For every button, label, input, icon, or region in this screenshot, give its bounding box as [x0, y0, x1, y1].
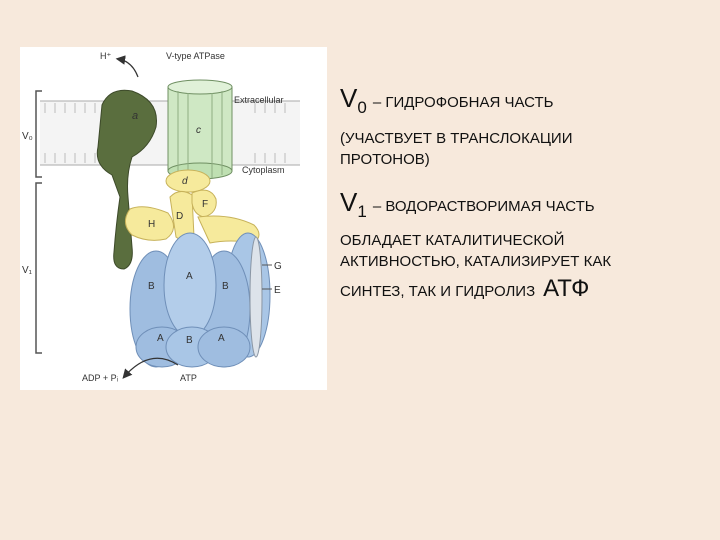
subunit-B3-label: B [186, 335, 193, 346]
diagram-svg: V₀ V₁ a c d [22, 51, 300, 383]
subunit-B2-label: B [222, 281, 229, 292]
v0-desc: – ГИДРОФОБНАЯ ЧАСТЬ [372, 94, 554, 111]
proton-arrow [115, 55, 139, 78]
v1-line-3: СИНТЕЗ, ТАК И ГИДРОЛИЗ АТФ [340, 275, 710, 302]
v0-body: (УЧАСТВУЕТ В ТРАНСЛОКАЦИИ ПРОТОНОВ) [340, 128, 710, 170]
subunit-a-label: a [132, 110, 138, 122]
v1-body: ОБЛАДАЕТ КАТАЛИТИЧЕСКОЙ АКТИВНОСТЬЮ, КАТ… [340, 230, 710, 302]
v-atpase-diagram: V₀ V₁ a c d [20, 47, 327, 390]
adp-label: ADP + Pᵢ [82, 373, 118, 383]
subunit-h-label: H [148, 219, 155, 230]
v1-subscript: 1 [357, 202, 367, 221]
v0-line-1: (УЧАСТВУЕТ В ТРАНСЛОКАЦИИ [340, 130, 573, 147]
v0-label: V₀ [22, 131, 33, 142]
v1-letter: V [340, 187, 358, 217]
v1-line-1: ОБЛАДАЕТ КАТАЛИТИЧЕСКОЙ [340, 232, 565, 249]
subunit-F-label: F [202, 199, 208, 210]
c-ring [167, 79, 233, 180]
subunit-d-label: d [182, 176, 188, 187]
v0-line-2: ПРОТОНОВ) [340, 151, 430, 168]
v1-heading: V1 – ВОДОРАСТВОРИМАЯ ЧАСТЬ [340, 189, 710, 222]
subunit-A3-label: A [218, 333, 225, 344]
proton-label: H⁺ [100, 51, 111, 61]
atf-word: АТФ [543, 275, 590, 302]
v1-last-text: СИНТЕЗ, ТАК И ГИДРОЛИЗ [340, 283, 536, 300]
v1-desc: – ВОДОРАСТВОРИМАЯ ЧАСТЬ [372, 198, 595, 215]
v0-letter: V [340, 83, 358, 113]
subunit-d [165, 169, 211, 193]
v1-label: V₁ [22, 265, 33, 276]
v0-subscript: 0 [357, 98, 367, 117]
g-e-stalk [249, 236, 272, 358]
v1-bracket [35, 182, 42, 354]
subunit-c-label: c [196, 125, 201, 136]
atp-hydrolysis-arrow [122, 357, 179, 379]
extracellular-label: Extracellular [234, 95, 284, 105]
subunit-E-label: E [274, 285, 281, 296]
subunit-f [191, 189, 217, 218]
diagram-title: V-type ATPase [166, 51, 225, 61]
v1-line-2: АКТИВНОСТЬЮ, КАТАЛИЗИРУЕТ КАК [340, 253, 612, 270]
cytoplasm-label: Cytoplasm [242, 165, 285, 175]
v0-bracket [35, 90, 42, 178]
atp-label: ATP [180, 373, 197, 383]
subunit-h [125, 206, 174, 241]
subunit-G-label: G [274, 261, 282, 272]
subunit-D-label: D [176, 211, 183, 222]
subunit-a [96, 89, 157, 270]
slide-text: V0– ГИДРОФОБНАЯ ЧАСТЬ (УЧАСТВУЕТ В ТРАНС… [340, 85, 710, 302]
subunit-A2-label: A [157, 333, 164, 344]
subunit-B1-label: B [148, 281, 155, 292]
catalytic-head [129, 232, 271, 368]
subunit-A1-label: A [186, 271, 193, 282]
v0-heading: V0 – ГИДРОФОБНАЯ ЧАСТЬ [340, 85, 710, 118]
